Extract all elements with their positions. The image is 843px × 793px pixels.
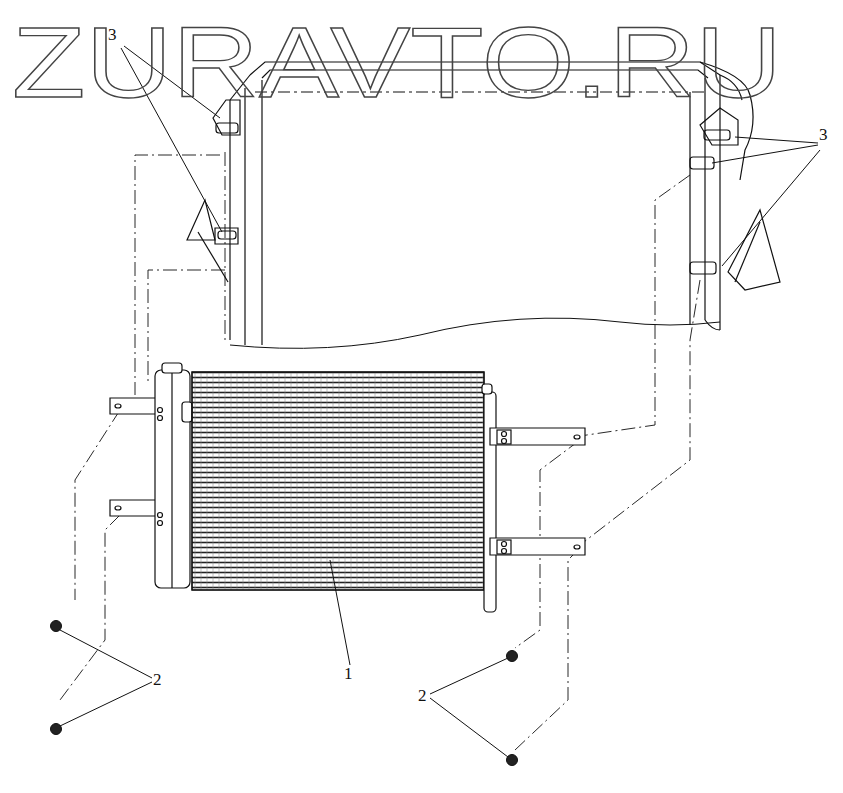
- nuts: [51, 621, 518, 766]
- callout-number: 2: [153, 671, 162, 688]
- callout-number: 3: [108, 26, 117, 43]
- callout-leaders: [60, 46, 820, 757]
- condenser: [110, 363, 585, 612]
- callout-number: 1: [344, 665, 353, 682]
- callout-number: 2: [418, 687, 427, 704]
- leader-lines: [60, 152, 700, 750]
- watermark: ZURAVTO.RU: [12, 12, 782, 112]
- callout-number: 3: [819, 126, 828, 143]
